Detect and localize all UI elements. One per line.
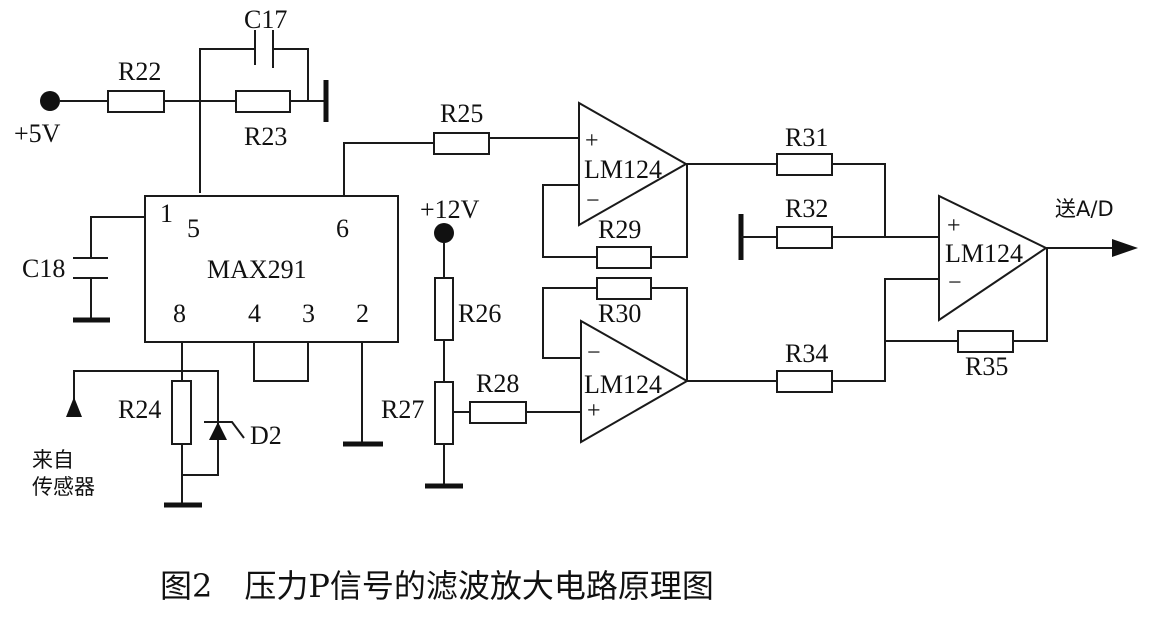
- c18-label: C18: [22, 254, 65, 283]
- opamp-2-minus: −: [587, 340, 601, 366]
- pin-1-label: 1: [160, 199, 173, 228]
- wire: [542, 287, 597, 359]
- input-source-label: 来自: [32, 448, 74, 472]
- pin-8-label: 8: [173, 299, 186, 328]
- opamp-2-plus: +: [587, 398, 601, 424]
- r34-label: R34: [785, 339, 828, 368]
- resistor-r24: [171, 380, 192, 445]
- wire: [651, 287, 688, 381]
- zener-diode-d2-bar: [204, 421, 245, 439]
- wire: [542, 184, 597, 258]
- pin-5-label: 5: [187, 214, 200, 243]
- pin-3-label: 3: [302, 299, 315, 328]
- opamp-2: [580, 319, 690, 444]
- r26-label: R26: [458, 299, 501, 328]
- opamp-1-plus: +: [585, 128, 599, 154]
- resistor-r34: [776, 370, 833, 393]
- potentiometer-r27: [434, 381, 454, 445]
- opamp-3: [938, 194, 1048, 322]
- figure-caption: 图2 压力P信号的滤波放大电路原理图: [160, 567, 714, 605]
- d2-label: D2: [250, 421, 282, 450]
- resistor-r23: [235, 90, 291, 113]
- supply-12v-label: +12V: [420, 195, 480, 224]
- r31-label: R31: [785, 123, 828, 152]
- r32-label: R32: [785, 194, 828, 223]
- resistor-r25: [433, 132, 490, 155]
- wire: [273, 48, 309, 101]
- resistor-r35: [957, 330, 1014, 353]
- wire: [1013, 248, 1048, 342]
- wire: [199, 48, 255, 193]
- resistor-r31: [776, 153, 833, 176]
- wire: [90, 216, 145, 258]
- supply-5v-label: +5V: [14, 119, 61, 148]
- resistor-r28: [469, 401, 527, 424]
- r24-label: R24: [118, 395, 161, 424]
- resistor-r26: [434, 277, 454, 341]
- supply-5v-terminal: [40, 91, 60, 111]
- output-arrow-icon: [1112, 239, 1138, 257]
- wire: [343, 142, 434, 196]
- resistor-r29: [596, 246, 652, 269]
- opamp-3-plus: +: [947, 213, 961, 239]
- opamp-1-label: LM124: [584, 155, 662, 184]
- r29-label: R29: [598, 215, 641, 244]
- r25-label: R25: [440, 99, 483, 128]
- resistor-r22: [107, 90, 165, 113]
- wire: [182, 440, 219, 476]
- r35-label: R35: [965, 352, 1008, 381]
- opamp-1: [578, 101, 689, 227]
- output-label: 送A/D: [1055, 197, 1114, 221]
- opamp-1-minus: −: [586, 188, 600, 214]
- wire: [832, 163, 886, 237]
- ic-max291-label: MAX291: [207, 255, 307, 284]
- r28-label: R28: [476, 369, 519, 398]
- r30-label: R30: [598, 299, 641, 328]
- ic-max291: [144, 195, 399, 343]
- resistor-r30: [596, 277, 652, 300]
- r27-label: R27: [381, 395, 424, 424]
- input-arrow-icon: [66, 397, 82, 417]
- pin-6-label: 6: [336, 214, 349, 243]
- input-source-label: 传感器: [32, 475, 95, 499]
- resistor-r32: [776, 226, 833, 249]
- wire: [253, 342, 309, 382]
- opamp-3-label: LM124: [945, 239, 1023, 268]
- wire: [832, 278, 939, 382]
- opamp-3-minus: −: [948, 270, 962, 296]
- r22-label: R22: [118, 57, 161, 86]
- pin-2-label: 2: [356, 299, 369, 328]
- wire: [73, 370, 219, 440]
- opamp-2-label: LM124: [584, 370, 662, 399]
- zener-diode-d2: [209, 422, 227, 440]
- r23-label: R23: [244, 122, 287, 151]
- pin-4-label: 4: [248, 299, 261, 328]
- c17-label: C17: [244, 5, 287, 34]
- supply-12v-terminal: [434, 223, 454, 243]
- wire: [651, 164, 688, 258]
